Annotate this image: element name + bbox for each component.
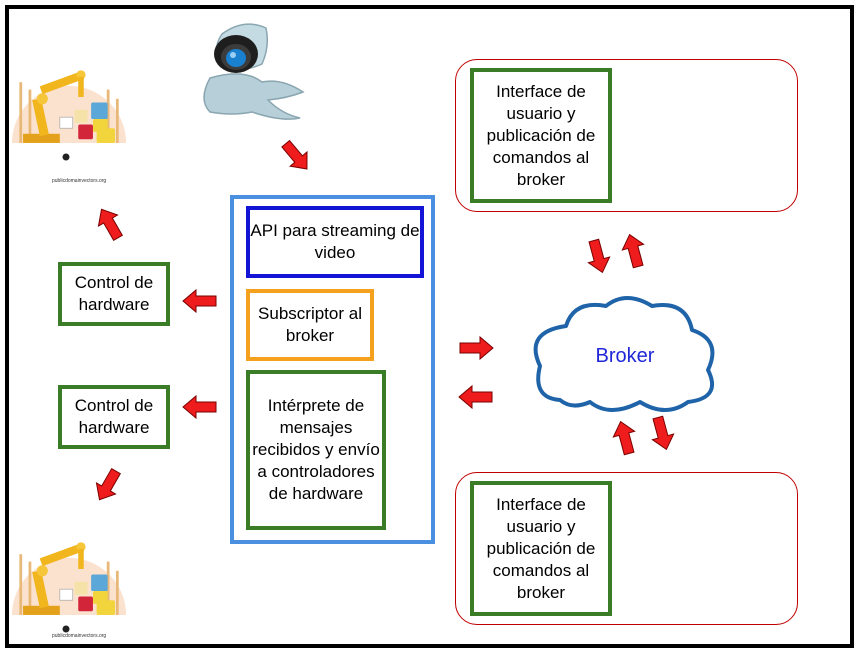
arrow-control-to-robot-top — [91, 203, 129, 244]
arrow-webcam-to-server — [276, 136, 316, 177]
ui-box-top: Interface de usuario y publicación de co… — [470, 68, 612, 203]
subscriber-box: Subscriptor al broker — [246, 289, 374, 361]
arrow-broker-to-server — [458, 385, 493, 409]
ui-panel-bottom — [455, 472, 798, 625]
interpreter-box: Intérprete de mensajes recibidos y envío… — [246, 370, 386, 530]
ui-panel-top — [455, 59, 798, 212]
cloud-icon — [533, 296, 715, 412]
arrow-server-to-control-top — [182, 289, 217, 313]
robot-arm-icon — [11, 69, 127, 161]
ui-box-bottom: Interface de usuario y publicación de co… — [470, 481, 612, 616]
robot-credit-text: publicdomainvectors.org — [52, 633, 107, 639]
hardware-control-box-bottom: Control de hardware — [58, 385, 170, 449]
arrow-ui-bottom-to-broker — [609, 418, 641, 457]
arrow-server-to-control-bottom — [182, 395, 217, 419]
robot-credit-text: publicdomainvectors.org — [52, 178, 107, 184]
api-box: API para streaming de video — [246, 206, 424, 278]
webcam-icon — [203, 23, 305, 120]
arrow-broker-to-ui-bottom — [646, 414, 678, 453]
arrow-control-to-robot-bottom — [89, 465, 127, 506]
broker-label: Broker — [595, 345, 655, 367]
arrow-broker-to-ui-top — [618, 231, 650, 270]
robot-arm-icon — [11, 541, 127, 633]
arrow-server-to-broker — [459, 336, 494, 360]
server-container — [230, 195, 435, 544]
arrow-ui-top-to-broker — [582, 237, 614, 276]
hardware-control-box-top: Control de hardware — [58, 262, 170, 326]
